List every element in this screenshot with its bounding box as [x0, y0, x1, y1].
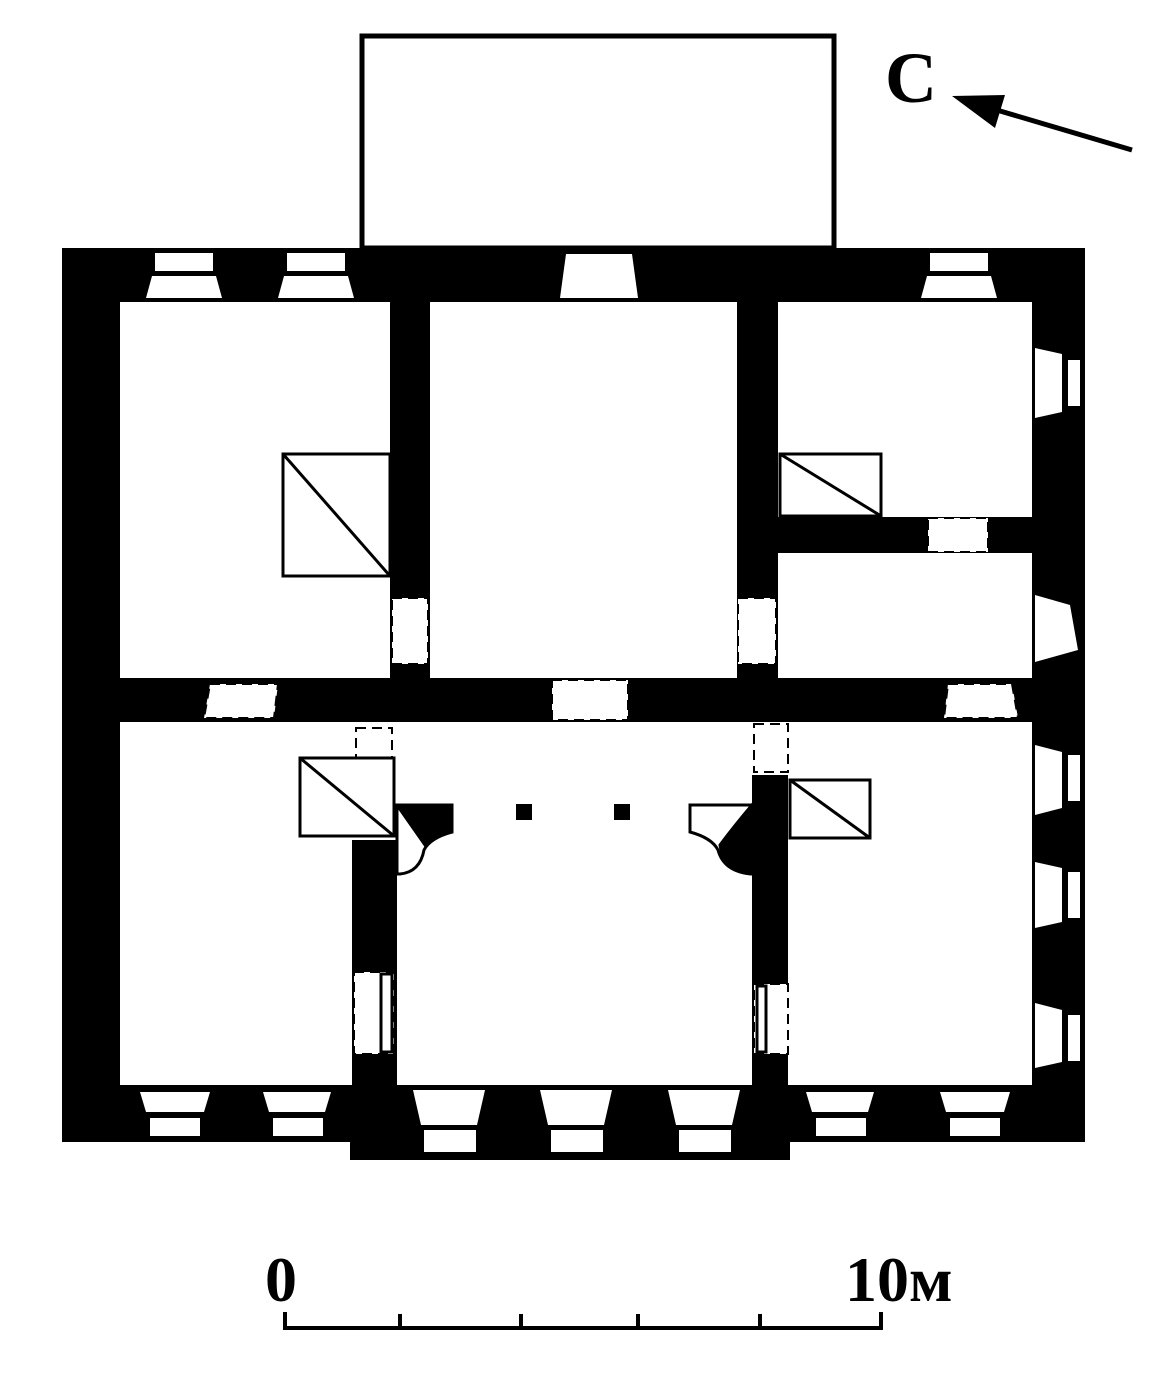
windows: [140, 253, 1080, 1152]
annex-outline: [359, 33, 837, 251]
room-ne-lower: [778, 553, 1032, 678]
stoves: [281, 452, 883, 840]
room-sw: [120, 722, 352, 1085]
room-ne-upper: [778, 302, 1032, 517]
fireplaces: [394, 800, 754, 876]
room-se: [788, 722, 1032, 1085]
scale-end-label: 10м: [845, 1244, 953, 1315]
scale-bar: [283, 1312, 883, 1330]
room-n-center: [430, 302, 737, 678]
columns: [516, 804, 630, 820]
room-nw: [120, 302, 390, 678]
north-arrow-icon: [952, 95, 1133, 153]
north-label: С: [885, 38, 937, 118]
doorways: [202, 517, 1020, 1055]
room-s-center: [397, 722, 752, 1085]
hatched-panels: [379, 972, 768, 1054]
scale-start-label: 0: [265, 1244, 297, 1315]
